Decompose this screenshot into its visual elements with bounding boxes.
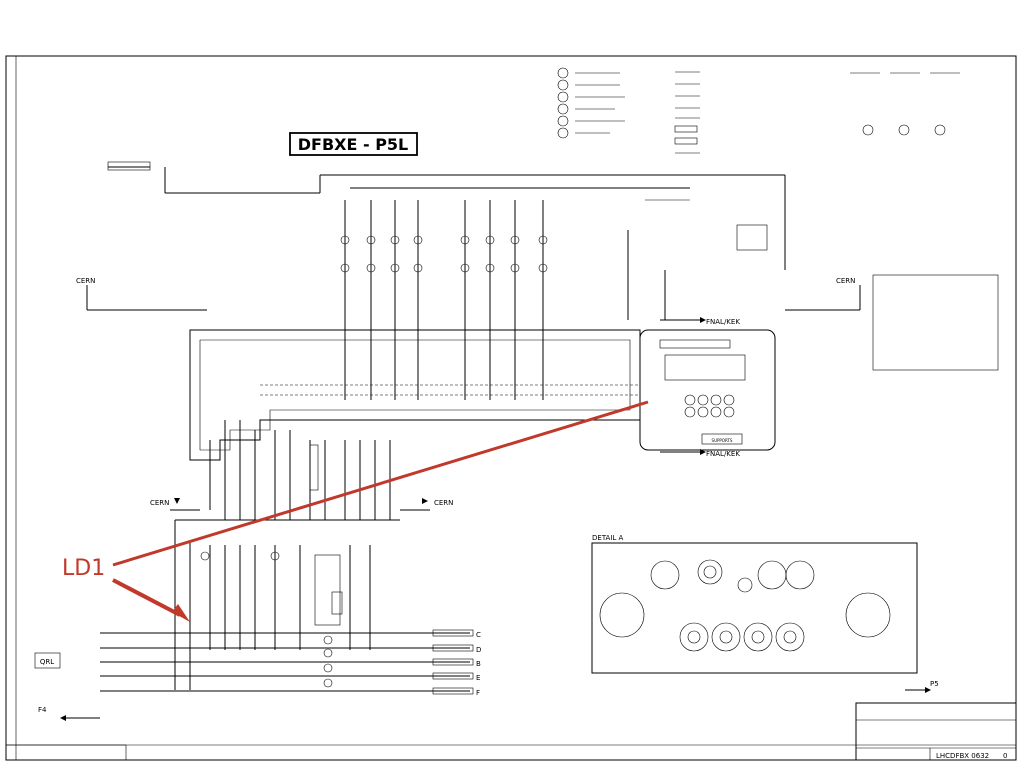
- cern-mid-right-label: CERN: [434, 499, 453, 507]
- p5-label: P5: [930, 680, 939, 688]
- detail-a-contents: [599, 559, 891, 652]
- qrl-box: [34, 652, 61, 669]
- supports-box: [701, 433, 743, 445]
- supports-label: SUPPORTS: [712, 438, 733, 443]
- lower-feed-lines: [170, 420, 430, 520]
- notes-box: [872, 274, 999, 371]
- lower-piping: [174, 519, 400, 690]
- qrl-label: QRL: [40, 658, 54, 666]
- title-box: [289, 132, 418, 156]
- line-d-label: D: [476, 646, 481, 654]
- revision-strip: [5, 744, 127, 761]
- drawing-revision: 0: [1003, 752, 1007, 760]
- drawing-frame: [5, 55, 1017, 761]
- ld1-annotation: LD1: [62, 400, 649, 622]
- cern-right-label: CERN: [836, 277, 855, 285]
- line-c-label: C: [476, 631, 481, 639]
- drawing-title: DFBXE - P5L: [298, 135, 409, 154]
- legend: [557, 67, 960, 154]
- detail-a-label: DETAIL A: [592, 534, 624, 542]
- ld1-pointer-line: [112, 400, 649, 567]
- ld1-arrowhead: [172, 604, 190, 622]
- line-f-label: F: [476, 689, 480, 697]
- f4-label: F4: [38, 706, 47, 714]
- ld1-label: LD1: [62, 556, 105, 581]
- cern-left-label: CERN: [76, 277, 95, 285]
- service-lines: [100, 629, 474, 695]
- recovery-box: [107, 161, 151, 171]
- fnal-bottom-label: FNAL/KEK: [706, 450, 740, 458]
- line-e-label: E: [476, 674, 480, 682]
- title-block: [855, 702, 1017, 761]
- drawing-number: LHCDFBX 0632: [936, 752, 989, 760]
- detail-a-box: [591, 542, 918, 674]
- ld1-pointer-arrow: [112, 578, 181, 617]
- cern-mid-left-label: CERN: [150, 499, 169, 507]
- line-b-label: B: [476, 660, 481, 668]
- valve-columns: [340, 200, 548, 400]
- right-module: [639, 329, 776, 451]
- fnal-top-label: FNAL/KEK: [706, 318, 740, 326]
